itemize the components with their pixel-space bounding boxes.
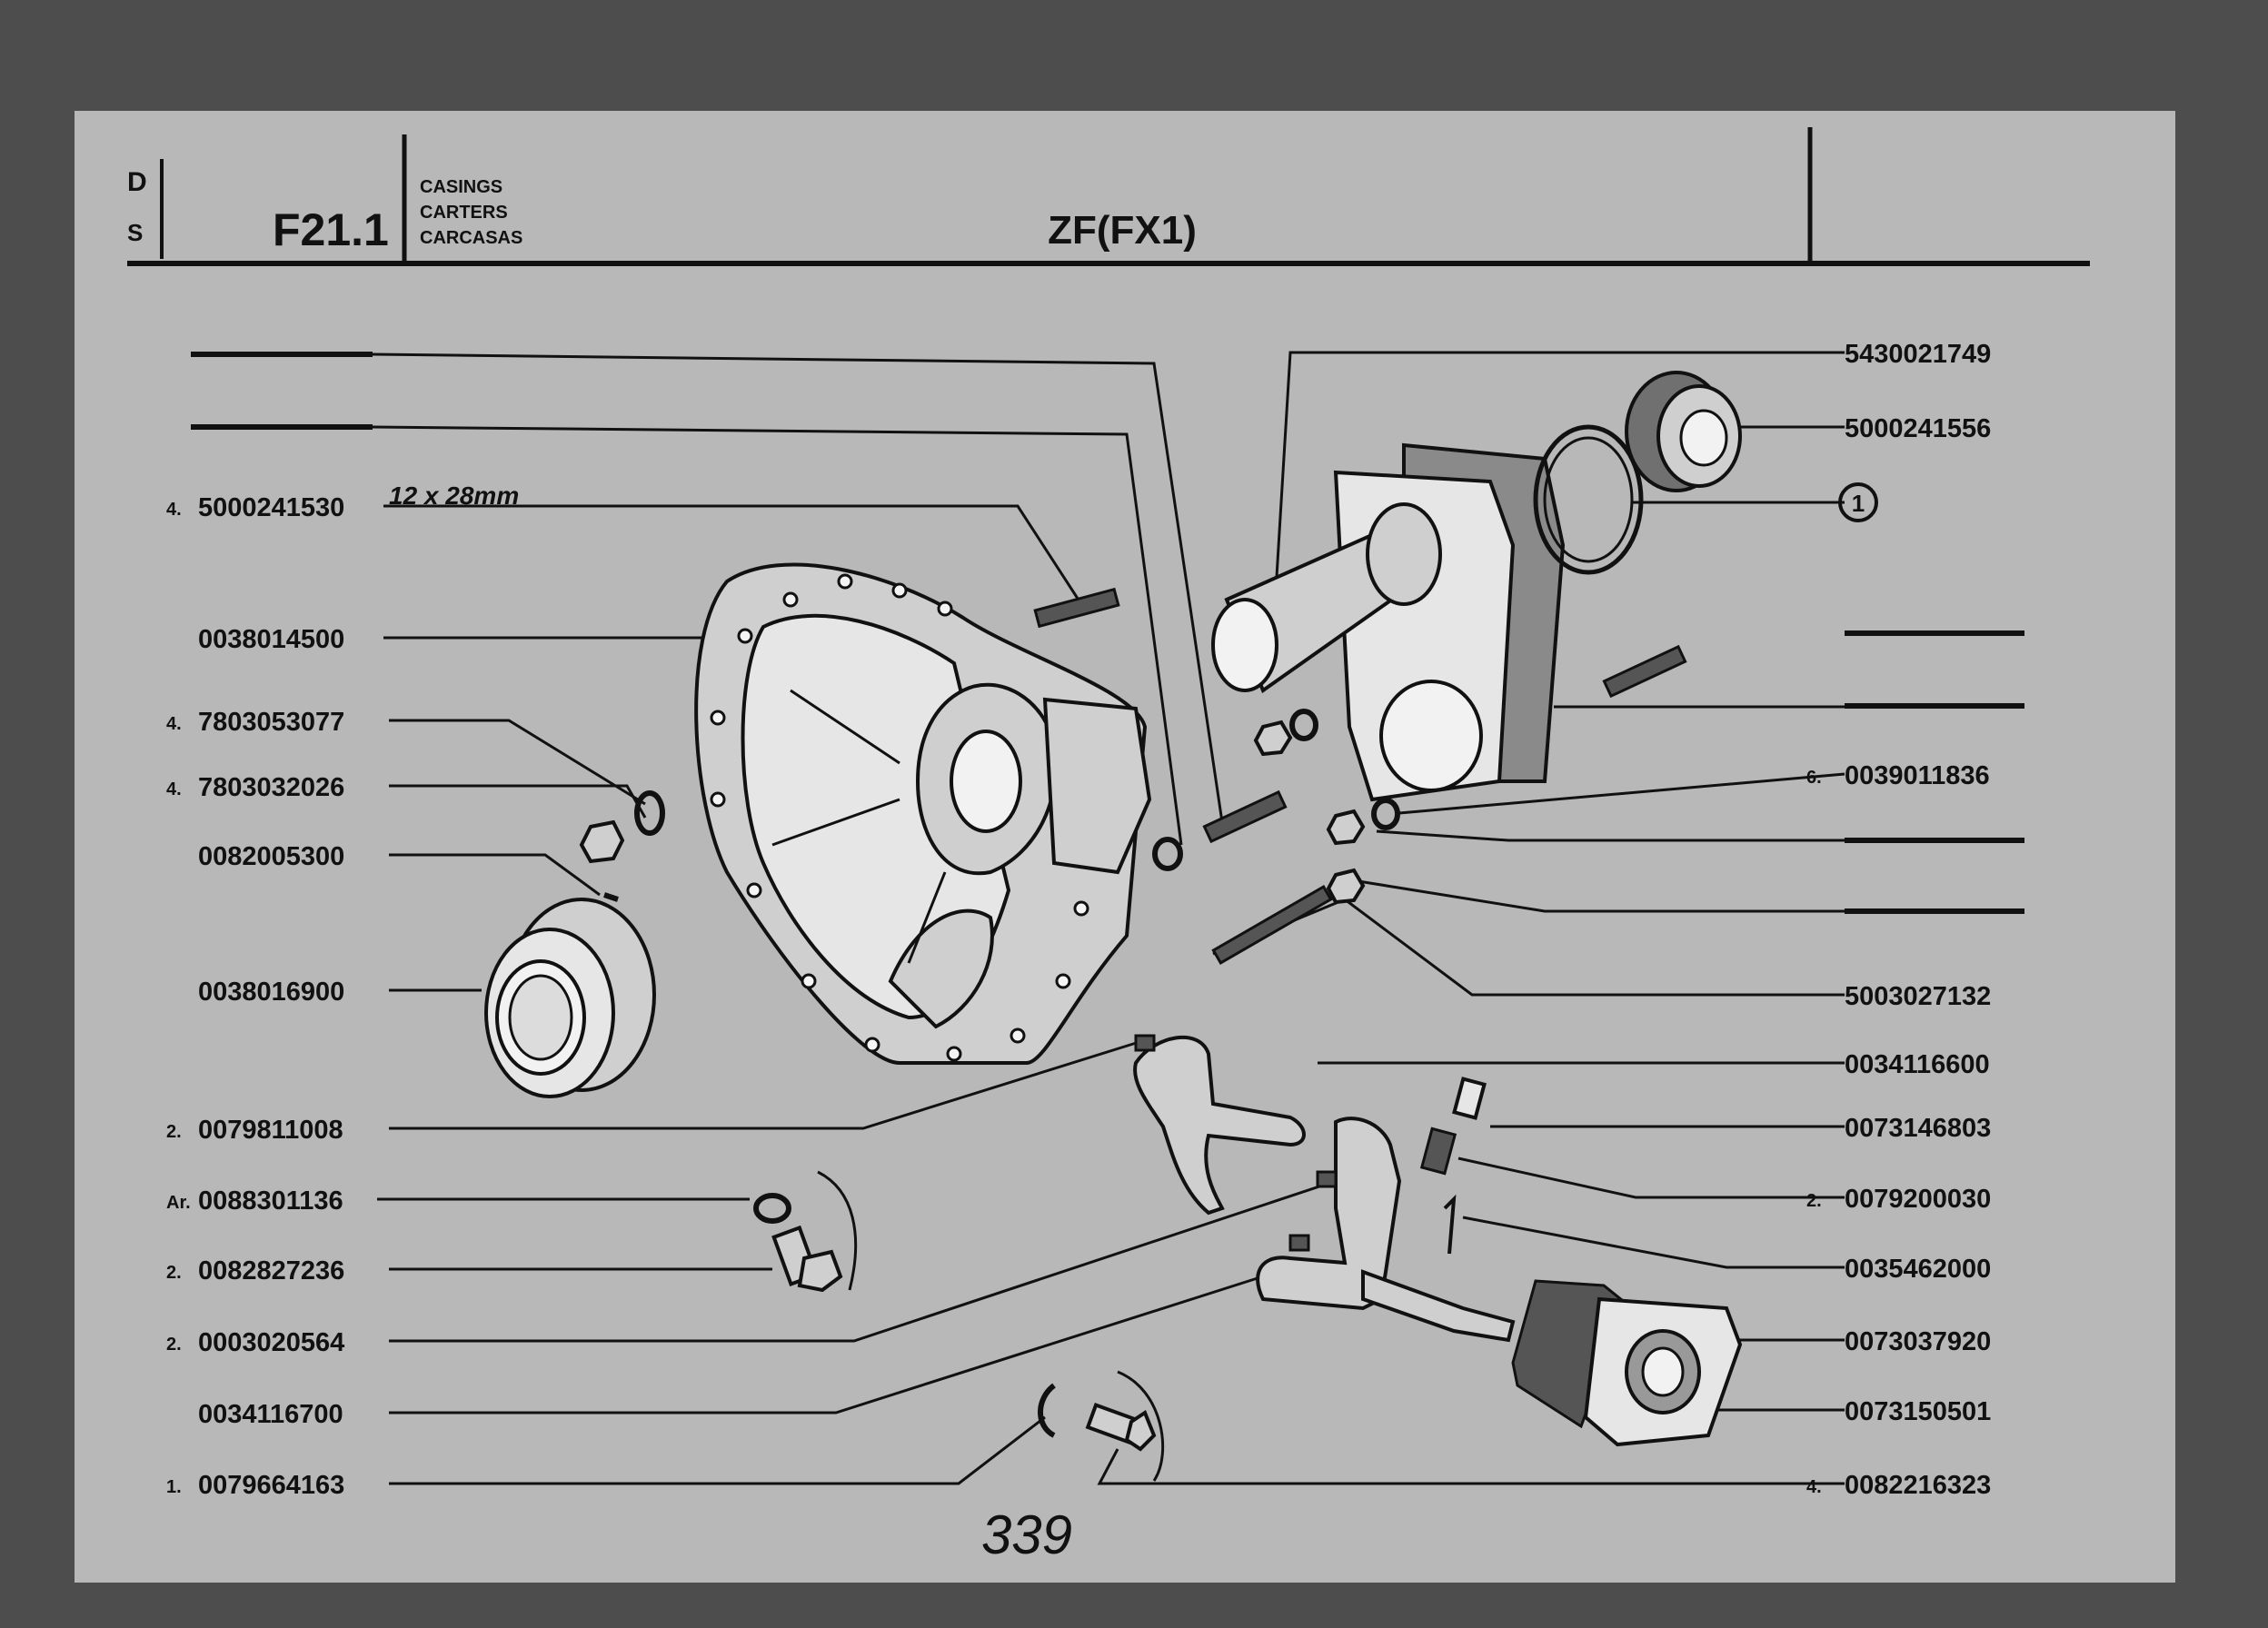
model-title: ZF(FX1) [1048,208,1197,253]
svg-text:1: 1 [1852,490,1865,517]
part-number: 0079811008 [198,1116,343,1145]
part-number: 0034116700 [198,1400,343,1429]
clutch-housing-drawing [694,562,1152,1065]
part-number: 7803032026 [198,773,344,802]
part-quantity: Ar. [166,1193,191,1213]
right-label-row: 0073146803 [1845,1114,1991,1143]
left-label-row: 0034116700 [198,1400,343,1429]
cover-and-seal-drawing [1211,371,1742,802]
part-number: 0073150501 [1845,1397,1991,1426]
part-quantity: 4. [1806,1477,1822,1497]
right-label-row: 5430021749 [1845,340,1991,369]
part-number: 0003020564 [198,1328,344,1357]
right-label-row: 0035462000 [1845,1255,1991,1284]
part-quantity: 2. [1806,1191,1822,1211]
leader-lines [372,351,1845,1485]
part-number: 5000241530 [198,493,344,522]
part-number: 0073146803 [1845,1114,1991,1143]
left-label-row: 4. 7803053077 [166,708,344,737]
right-label-row: 0073150501 [1845,1397,1991,1426]
part-quantity: 2. [166,1122,182,1142]
right-label-row: 5003027132 [1845,982,1991,1011]
left-part-labels: 4. 5000241530 0038014500 4. 7803053077 4. 7803… [166,493,344,1500]
part-number: 7803053077 [198,708,344,737]
left-label-row: 2. 0079811008 [166,1116,343,1145]
left-label-row: 2. 0082827236 [166,1256,344,1286]
bolts-and-rings-drawing [753,1170,1165,1482]
right-part-labels: 5430021749 5000241556 6.0039011836 50030271… [1806,340,1991,1500]
right-label-row: 2. 0079200030 [1806,1185,1991,1214]
part-number: 0082005300 [198,842,344,871]
category-french: CARTERS [420,203,508,223]
part-quantity: 2. [166,1335,182,1355]
sheet-header: D S F21.1 CASINGS CARTERS CARCASAS ZF(FX… [127,127,2090,266]
right-label-row: 6.0039011836 [1806,761,1990,790]
part-number: 5003027132 [1845,982,1991,1011]
part-number: 0035462000 [1845,1255,1991,1284]
right-label-row: 4. 0082216323 [1806,1471,1991,1500]
left-label-row: 1. 0079664163 [166,1471,344,1500]
part-quantity: 4. [166,714,182,734]
part-number: 0079200030 [1845,1185,1991,1214]
pulley-drawing [484,898,656,1098]
left-label-row: 4. 5000241530 [166,493,344,522]
category-spanish: CARCASAS [420,228,522,248]
page-number: 339 [981,1504,1072,1565]
part-number: 0079664163 [198,1471,344,1500]
left-label-row: 4. 7803032026 [166,773,344,802]
part-number: 0082827236 [198,1256,344,1286]
part-quantity: 4. [166,779,182,799]
section-code: F21.1 [273,204,389,255]
part-number: 5430021749 [1845,340,1991,369]
part-quantity: 4. [166,500,182,520]
part-number: 0039011836 [1845,761,1990,790]
left-label-row: 0082005300 [198,842,344,871]
shift-fork-drawing [1133,1034,1743,1447]
part-number: 0073037920 [1845,1327,1991,1356]
part-number: 0082216323 [1845,1471,1991,1500]
part-number: 0038016900 [198,978,344,1007]
blank-label-lines [191,352,2024,914]
small-hardware-drawing [579,587,1687,965]
part-quantity: 2. [166,1263,182,1283]
category-english: CASINGS [420,177,502,197]
left-label-row: Ar. 0088301136 [166,1186,343,1216]
right-label-row: 0034116600 [1845,1050,1990,1079]
right-label-row: 0073037920 [1845,1327,1991,1356]
header-col1-line1: D [127,167,147,197]
part-number: 5000241556 [1845,414,1991,443]
part-number: 0038014500 [198,625,344,654]
header-col1-line2: S [127,219,143,246]
left-label-row: 2. 0003020564 [166,1328,344,1357]
part-quantity: 1. [166,1477,182,1497]
part-number: 0088301136 [198,1186,343,1216]
right-label-row: 5000241556 [1845,414,1991,443]
part-number: 0034116600 [1845,1050,1990,1079]
left-label-row: 0038016900 [198,978,344,1007]
left-label-row: 0038014500 [198,625,344,654]
